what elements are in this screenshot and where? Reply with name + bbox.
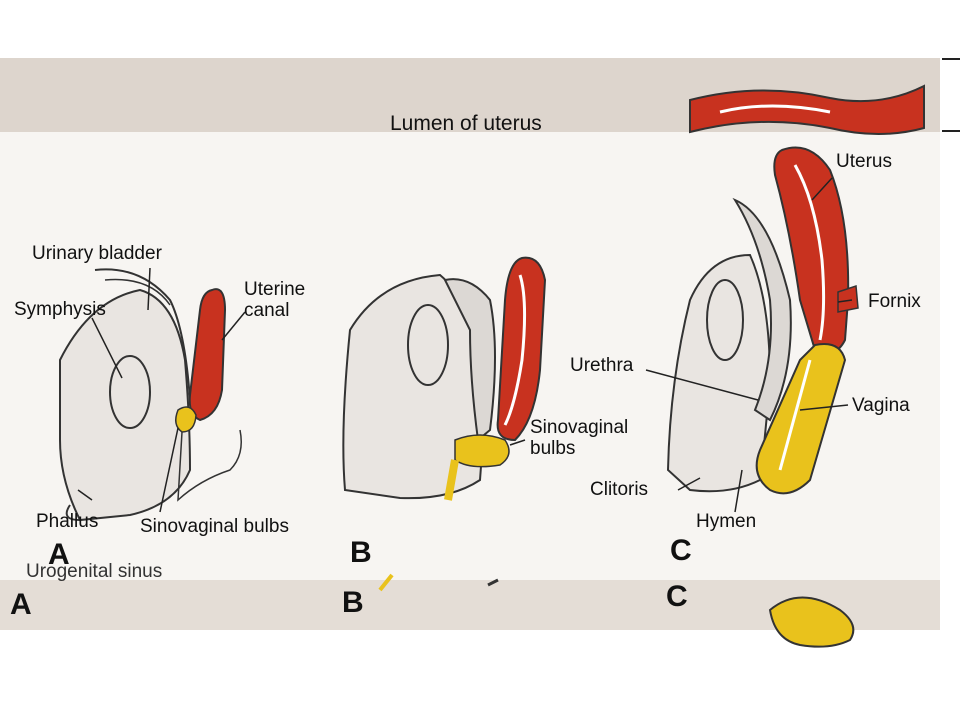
panel-letter-b-bottom: B — [342, 586, 364, 619]
bottom-fragments — [378, 573, 855, 648]
edge-line-top — [942, 58, 960, 60]
edge-line-mid — [942, 130, 960, 132]
label-urogenital-sinus: Urogenital sinus — [26, 561, 163, 582]
uterus-cross-section-top — [689, 84, 925, 135]
panel-letter-a-bottom: A — [10, 588, 32, 621]
panel-b-drawing — [342, 256, 547, 501]
label-fornix: Fornix — [868, 291, 921, 312]
label-vagina: Vagina — [852, 395, 910, 416]
panel-letter-c-bottom: C — [666, 580, 688, 613]
panel-a-drawing — [59, 268, 242, 522]
label-uterine-canal: Uterine canal — [244, 279, 306, 321]
label-sinovaginal-bulbs-b: Sinovaginal bulbs — [530, 417, 629, 459]
label-phallus: Phallus — [36, 511, 99, 532]
label-uterus: Uterus — [836, 151, 892, 172]
label-urinary-bladder: Urinary bladder — [32, 243, 162, 264]
label-hymen: Hymen — [696, 511, 757, 532]
label-clitoris: Clitoris — [590, 479, 649, 500]
panel-c-drawing — [666, 146, 859, 495]
panel-letter-a-top: A — [48, 538, 70, 571]
leader-lines — [77, 177, 853, 513]
panel-letter-b-top: B — [350, 536, 372, 569]
label-lumen-of-uterus: Lumen of uterus — [390, 112, 542, 135]
label-sinovaginal-bulbs-a: Sinovaginal bulbs — [140, 516, 289, 537]
label-urethra: Urethra — [570, 355, 634, 376]
label-symphysis: Symphysis — [14, 299, 106, 320]
panel-letter-c-top: C — [670, 534, 692, 567]
